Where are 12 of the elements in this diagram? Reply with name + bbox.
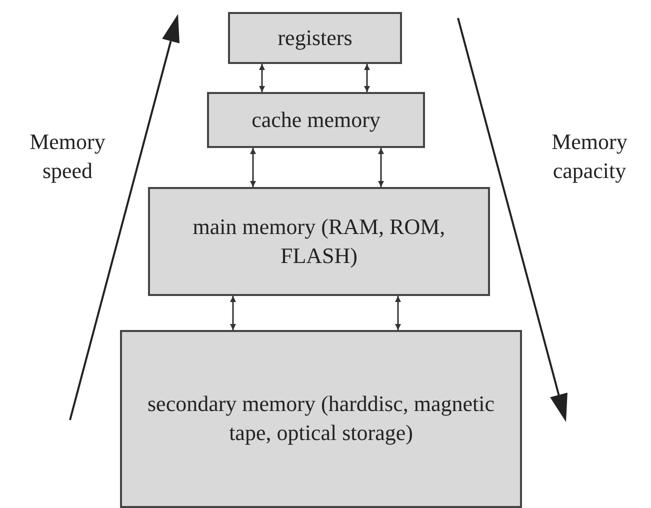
double-arrow xyxy=(364,64,370,92)
memory-box: cache memory xyxy=(207,92,425,148)
double-arrow xyxy=(230,296,236,330)
double-arrow xyxy=(395,296,401,330)
memory-box: main memory (RAM, ROM, FLASH) xyxy=(148,187,490,296)
memory-box: secondary memory (harddisc, magnetic tape, optical storage) xyxy=(120,330,522,508)
double-arrow xyxy=(378,148,384,187)
axis-label: Memory speed xyxy=(28,128,106,185)
double-arrow xyxy=(259,64,265,92)
memory-box: registers xyxy=(228,12,402,64)
double-arrow xyxy=(250,148,256,187)
axis-label: Memory capacity xyxy=(550,128,628,185)
